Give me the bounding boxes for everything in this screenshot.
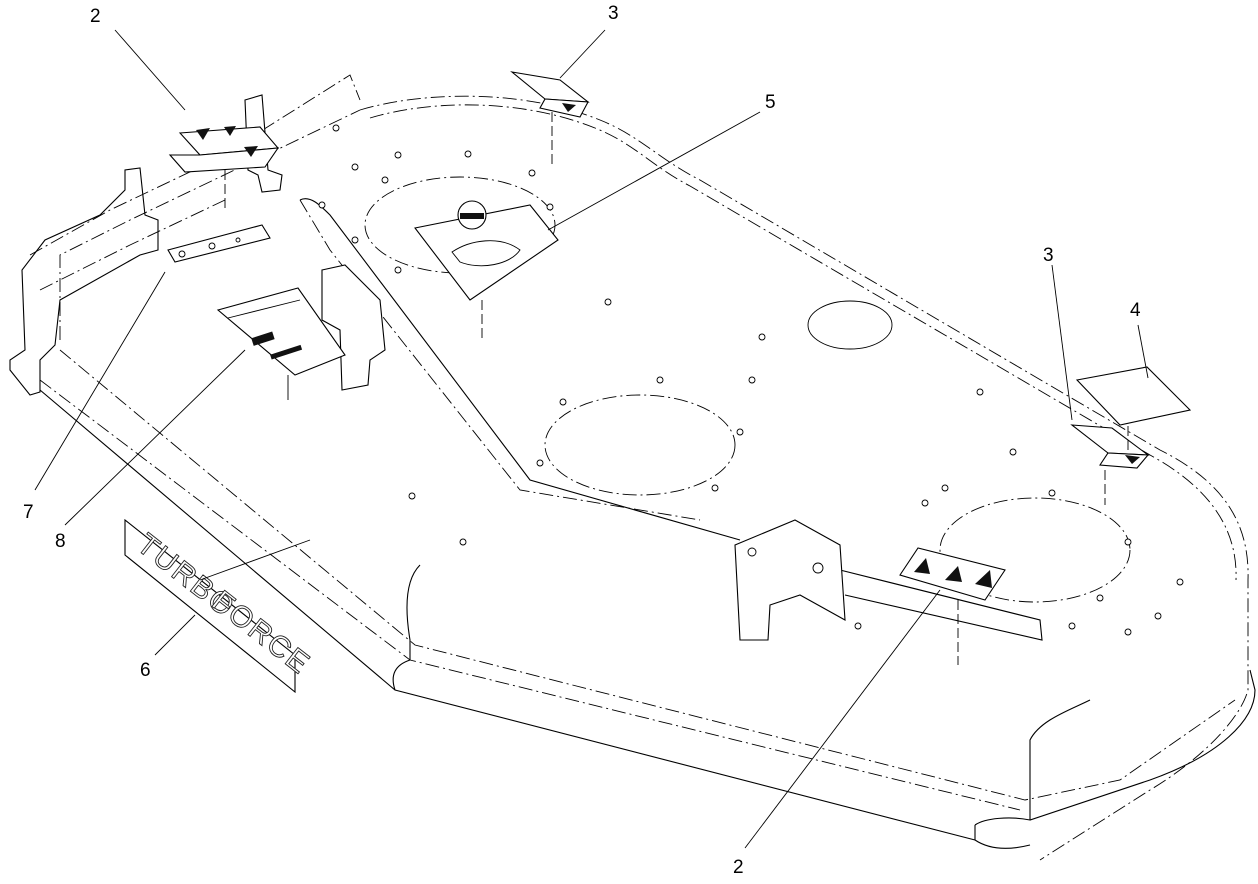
- deck-skirt-rear-lip: [974, 825, 1031, 849]
- left-frame: [9, 167, 159, 396]
- leader-lines: [34, 29, 1149, 849]
- blade-opening-center: [544, 394, 736, 496]
- decal-7-height-strip: [167, 224, 271, 263]
- callout-6: 6: [140, 660, 151, 681]
- callout-7: 7: [23, 502, 34, 523]
- mower-deck: [9, 74, 1256, 861]
- left-frame-hidden-2: [39, 199, 226, 291]
- decal-5-belt-routing: [414, 200, 559, 338]
- bracket-hole: [812, 562, 824, 574]
- deck-skirt-lip: [392, 659, 411, 691]
- decal-6-turbo-force: TURBO FORCE: [124, 518, 317, 694]
- bracket-hole: [747, 547, 757, 557]
- callout-2-bottom: 2: [733, 857, 744, 878]
- decal-3-arrow-right: [1070, 424, 1150, 505]
- center-bracket: [734, 519, 846, 641]
- spindle-hole: [807, 300, 893, 350]
- callout-5: 5: [765, 92, 776, 113]
- left-frame-hidden: [29, 74, 361, 256]
- deck-skirt: [39, 389, 976, 841]
- callout-3-right: 3: [1043, 245, 1054, 266]
- decal-8-adjustable-baffle: [216, 287, 346, 400]
- deck-front-left-edge: [406, 564, 421, 660]
- blade-opening-right: [939, 497, 1131, 603]
- deck-skirt-rear: [974, 669, 1256, 826]
- callout-labels: 2 3 5 3 4 7 8 6 2: [23, 3, 1141, 878]
- callout-3-top: 3: [608, 3, 619, 24]
- deck-baffle-bar: [839, 569, 1043, 641]
- deck-bolt-holes: [318, 124, 1184, 636]
- deck-front-bottom-2: [59, 349, 1236, 801]
- deck-mid-step: [299, 199, 701, 521]
- decal-2-warning-top: [168, 126, 280, 210]
- callout-8: 8: [55, 531, 66, 552]
- callout-2-top: 2: [90, 6, 101, 27]
- decal-4-blank-label: [1075, 366, 1192, 452]
- decal-2-warning-bottom: [899, 547, 1006, 665]
- deck-top-outline-inner: [369, 104, 1237, 581]
- front-left-bracket: [321, 264, 386, 391]
- deck-right-edge: [1029, 699, 1091, 820]
- decal-3-arrow-top: [510, 71, 590, 165]
- callout-4: 4: [1130, 300, 1141, 321]
- deck-top-outline: [359, 95, 1249, 861]
